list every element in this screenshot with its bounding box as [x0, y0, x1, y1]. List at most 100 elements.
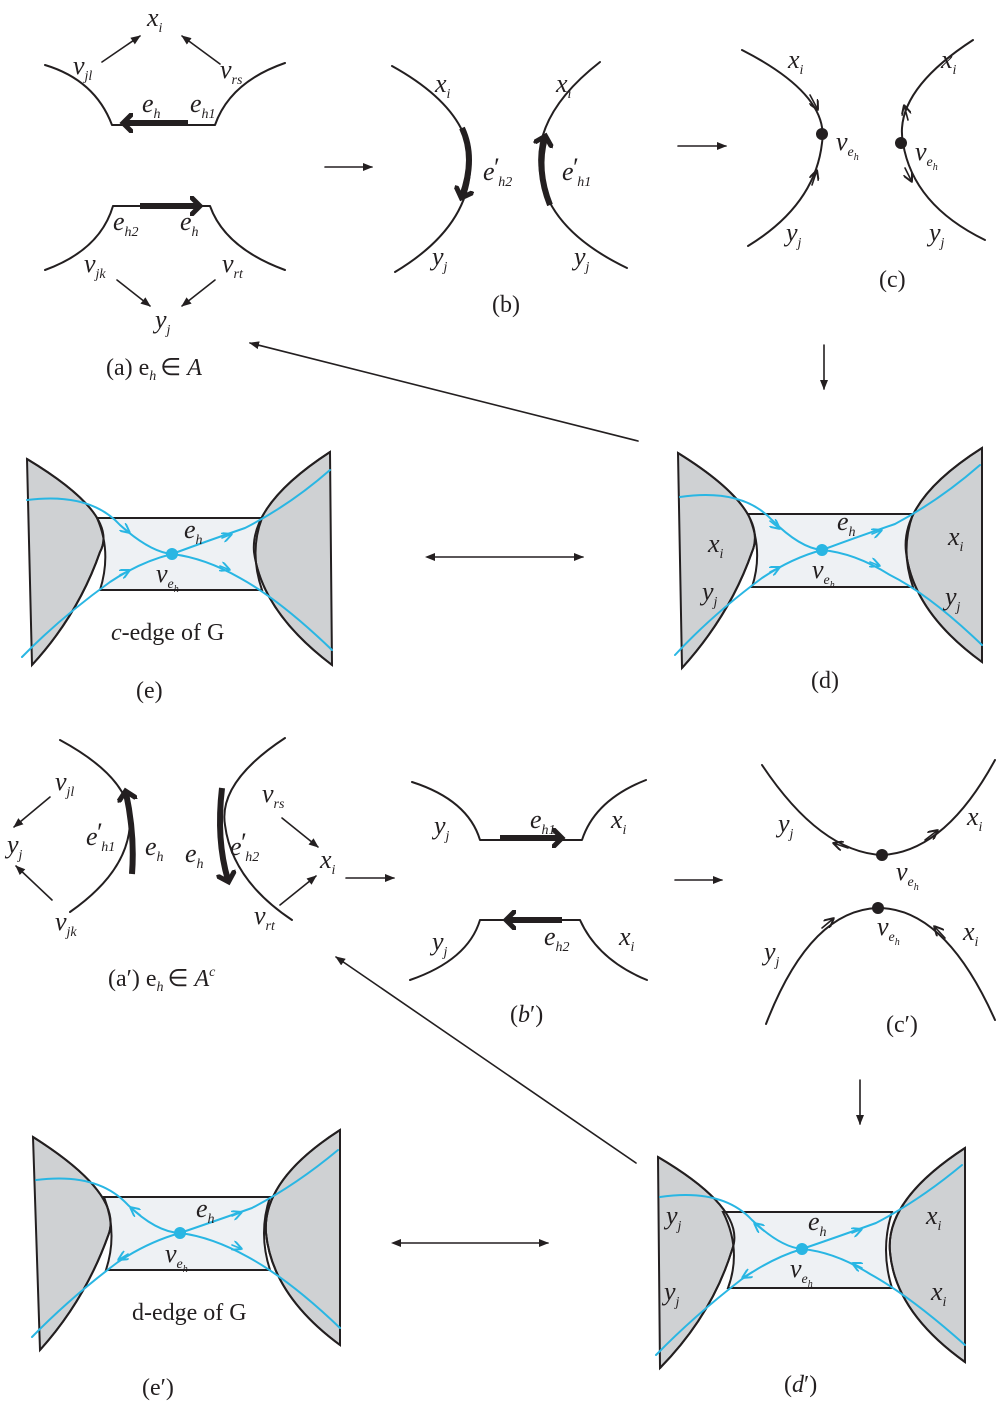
label-veh-right: veh — [915, 137, 938, 173]
label-vrt: vrt — [222, 249, 244, 282]
blue-arrow — [872, 530, 882, 534]
flow-arrow-right-lower — [934, 926, 946, 939]
caption-d-prime: (d′) — [784, 1372, 817, 1398]
blue-arrow — [232, 1245, 242, 1249]
label-eh: eh — [808, 1207, 827, 1240]
label-veh: veh — [165, 1239, 188, 1275]
label-xi-left: xi — [787, 45, 804, 78]
arrow-vjl-to-xi — [101, 35, 141, 63]
caption-d: (d) — [811, 668, 839, 694]
vertex-veh — [166, 548, 178, 560]
label-yj-left: yj — [699, 577, 718, 610]
right-face-border — [252, 451, 333, 666]
panel-b: xi xi e′h2 e′h1 yj yj (b) — [391, 61, 628, 318]
caption-a: (a) eh∈A — [106, 355, 202, 384]
flow-arrow-out-top — [904, 105, 908, 121]
flow-arrow-out-bottom — [905, 167, 912, 182]
label-eh: eh — [196, 1194, 215, 1227]
arrow-vrt-to-yj — [181, 279, 216, 307]
upper-strand — [761, 759, 996, 856]
right-face-border — [888, 1147, 966, 1363]
panel-a: xi vjl vrs eh eh1 eh2 eh vjk vrt yj (a) … — [44, 3, 286, 384]
label-eh1-prime: e′h1 — [562, 153, 591, 190]
flow-arrow-in — [810, 94, 818, 110]
flow-arrow-left-lower — [821, 918, 834, 929]
label-xi: xi — [319, 845, 336, 878]
label-yj-right: yj — [926, 218, 945, 251]
label-xi-lower: xi — [962, 917, 979, 950]
edge-eh1-prime — [126, 793, 133, 875]
flow-arrow-left — [833, 843, 849, 848]
note-d-edge: d-edge of G — [132, 1300, 247, 1326]
blue-arrow — [852, 1263, 862, 1268]
vertex-veh — [796, 1243, 808, 1255]
panel-a-prime: vjl yj vjk e′h1 eh eh e′h2 vrs xi vrt (a… — [4, 737, 336, 995]
left-face — [676, 451, 756, 671]
label-yj-top: yj — [431, 811, 450, 844]
arrow-vrs-to-xi — [281, 817, 319, 848]
vertex-veh-upper — [876, 849, 888, 861]
caption-e-prime: (e′) — [142, 1375, 174, 1401]
label-vrs: vrs — [220, 55, 243, 88]
panel-d: xi xi eh veh yj yj (d) — [674, 446, 983, 694]
blue-arrow — [120, 570, 130, 575]
left-face-border — [26, 458, 105, 666]
left-face — [31, 1135, 112, 1353]
label-vjl: vjl — [73, 51, 92, 84]
lower-face-boundary — [44, 205, 286, 271]
label-yj-bottom: yj — [429, 927, 448, 960]
right-strand — [223, 737, 293, 921]
blue-arrow — [770, 521, 780, 529]
edge-eh2-prime — [220, 787, 228, 880]
label-veh: veh — [812, 555, 835, 591]
arrow-vjk-to-yj — [116, 279, 151, 307]
caption-c: (c) — [879, 267, 906, 293]
label-yj-left: yj — [429, 242, 448, 275]
blue-arrow — [742, 1272, 752, 1278]
arrow-vrs-to-xi — [181, 35, 221, 65]
label-veh-lower: veh — [877, 912, 900, 948]
panel-e-prime: eh veh d-edge of G (e′) — [31, 1128, 341, 1401]
blue-arrow — [852, 1229, 862, 1233]
label-veh-left: veh — [836, 127, 859, 163]
arrow-vjl-to-yj — [13, 796, 51, 828]
left-face — [25, 457, 105, 668]
label-eh-right: eh — [185, 839, 204, 872]
vertex-veh-left — [816, 128, 828, 140]
panel-d-prime: yj xi eh veh yj xi (d′) — [655, 1146, 966, 1398]
right-face-border — [904, 447, 983, 663]
left-face — [656, 1155, 736, 1371]
label-eh: eh — [142, 89, 161, 122]
caption-b: (b) — [492, 292, 520, 318]
label-veh-upper: veh — [896, 857, 919, 893]
label-xi-left: xi — [434, 69, 451, 102]
right-face-border — [264, 1129, 341, 1346]
label-eh: eh — [180, 207, 199, 240]
label-vrt: vrt — [254, 901, 276, 934]
right-strand — [538, 61, 628, 269]
label-yj-bottom: yj — [661, 1277, 680, 1310]
edge-band — [95, 517, 264, 591]
caption-b-prime: (b′) — [510, 1002, 543, 1028]
edge-eh2-prime — [462, 126, 469, 196]
panel-c: xi xi veh veh yj yj (c) — [741, 39, 986, 293]
label-vjk: vjk — [55, 907, 77, 940]
arrow-d-to-a — [249, 341, 639, 442]
left-face-border — [32, 1136, 112, 1351]
label-yj-upper: yj — [775, 809, 794, 842]
label-xi-top: xi — [925, 1201, 942, 1234]
edge-eh1-prime — [541, 138, 550, 207]
note-c-edge: c-edge of G — [111, 620, 224, 646]
label-yj-left: yj — [783, 218, 802, 251]
label-xi-right: xi — [940, 45, 957, 78]
label-eh2-prime: e′h2 — [230, 828, 259, 865]
left-face-border — [657, 1156, 736, 1369]
label-xi-bottom: xi — [930, 1277, 947, 1310]
blue-arrow — [220, 566, 230, 570]
label-xi: xi — [146, 3, 163, 36]
caption-e: (e) — [136, 678, 163, 704]
left-face-border — [677, 452, 756, 669]
label-veh: veh — [790, 1254, 813, 1290]
label-yj: yj — [152, 305, 171, 338]
